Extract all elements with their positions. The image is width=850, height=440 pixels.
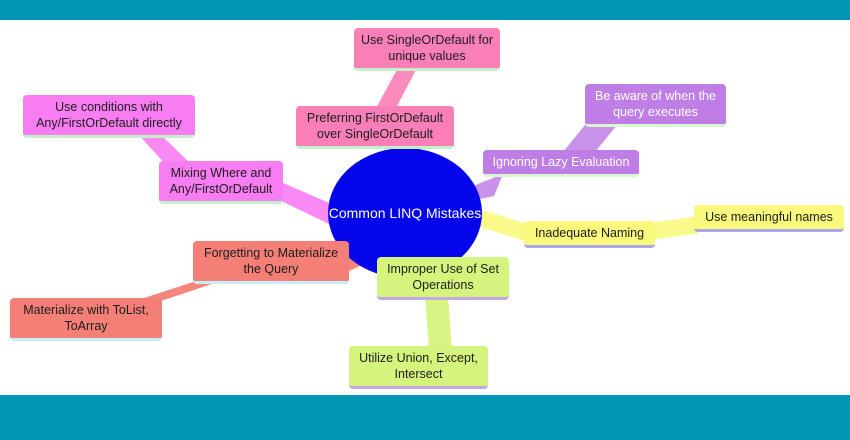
node-use-meaningful-names: Use meaningful names bbox=[694, 205, 844, 232]
connector-green-lower bbox=[425, 297, 452, 349]
connector-pink-upper bbox=[375, 66, 418, 110]
center-node: Common LINQ Mistakes bbox=[328, 148, 482, 278]
node-use-conditions: Use conditions with Any/FirstOrDefault d… bbox=[23, 95, 195, 138]
node-be-aware-query-executes: Be aware of when the query executes bbox=[585, 84, 726, 127]
node-use-singleordefault: Use SingleOrDefault for unique values bbox=[354, 28, 500, 71]
node-utilize-union-except-intersect: Utilize Union, Except, Intersect bbox=[349, 346, 488, 389]
node-improper-set-operations: Improper Use of Set Operations bbox=[377, 257, 509, 300]
connector-magenta-upper bbox=[137, 133, 193, 166]
connector-purple-upper bbox=[563, 125, 617, 152]
connector-yellow-center bbox=[468, 206, 528, 242]
node-ignoring-lazy-evaluation: Ignoring Lazy Evaluation bbox=[483, 150, 639, 177]
center-node-label: Common LINQ Mistakes bbox=[328, 205, 482, 221]
node-mixing-where: Mixing Where and Any/FirstOrDefault bbox=[159, 161, 283, 204]
node-inadequate-naming: Inadequate Naming bbox=[524, 221, 655, 248]
connector-salmon-outer bbox=[132, 281, 221, 302]
node-materialize-tolist-toarray: Materialize with ToList, ToArray bbox=[10, 298, 162, 341]
bottom-banner bbox=[0, 395, 850, 440]
top-banner bbox=[0, 0, 850, 20]
node-forgetting-to-materialize: Forgetting to Materialize the Query bbox=[193, 241, 349, 284]
node-preferring-firstordefault: Preferring FirstOrDefault over SingleOrD… bbox=[296, 106, 454, 149]
connector-yellow-outer bbox=[650, 216, 699, 240]
